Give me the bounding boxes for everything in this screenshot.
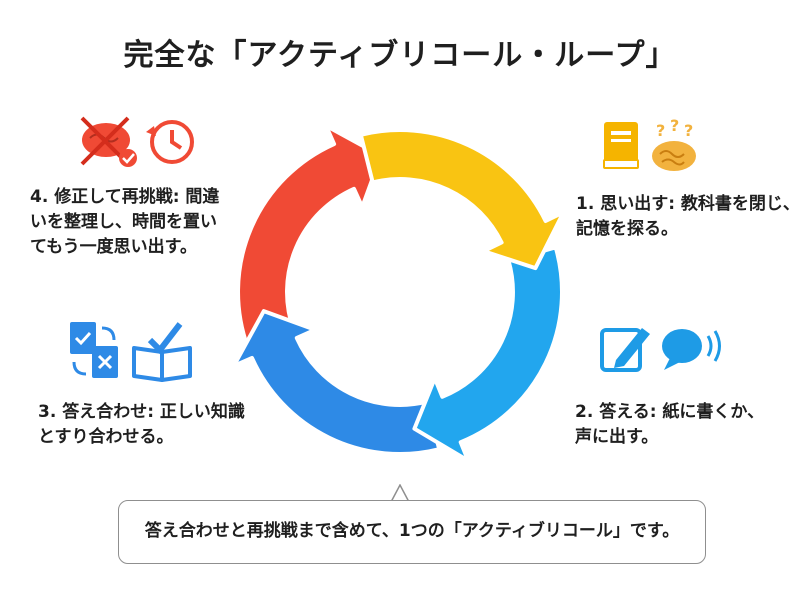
cycle-arrow-answer (412, 245, 564, 463)
svg-text:?: ? (684, 121, 693, 140)
step1-icons: ? ? ? (603, 118, 696, 171)
speech-bubble-icon (662, 329, 721, 370)
step-2-label: 2. 答える: 紙に書くか、 声に出す。 (575, 402, 765, 447)
cycle-arrow-retry (236, 123, 383, 350)
callout-pointer (391, 484, 410, 503)
crossed-brain-icon (80, 116, 137, 167)
svg-text:?: ? (656, 121, 665, 140)
summary-callout: 答え合わせと再挑戦まで含めて、1つの「アクティブリコール」です。 (118, 500, 706, 564)
step4-icons (80, 116, 194, 167)
thinking-brain-icon: ? ? ? (652, 118, 696, 171)
step2-icons (600, 328, 721, 372)
cycle-arrow-check (231, 309, 442, 457)
step-4-label: 4. 修正して再挑戦: 間違 いを整理し、時間を置い てもう一度思い出す。 (30, 187, 220, 257)
compare-documents-icon (70, 322, 118, 378)
svg-text:?: ? (670, 118, 679, 135)
history-clock-icon (146, 120, 194, 164)
step3-icons (70, 322, 192, 382)
step-3-label: 3. 答え合わせ: 正しい知識 とすり合わせる。 (38, 402, 245, 447)
open-book-check-icon (132, 322, 192, 382)
step-1-label: 1. 思い出す: 教科書を閉じ、 記憶を探る。 (576, 194, 800, 239)
diagram-title: 完全な「アクティブリコール・ループ」 (123, 38, 677, 73)
cycle-arrow-recall (358, 128, 566, 271)
book-icon (603, 122, 639, 169)
write-note-icon (600, 328, 650, 372)
